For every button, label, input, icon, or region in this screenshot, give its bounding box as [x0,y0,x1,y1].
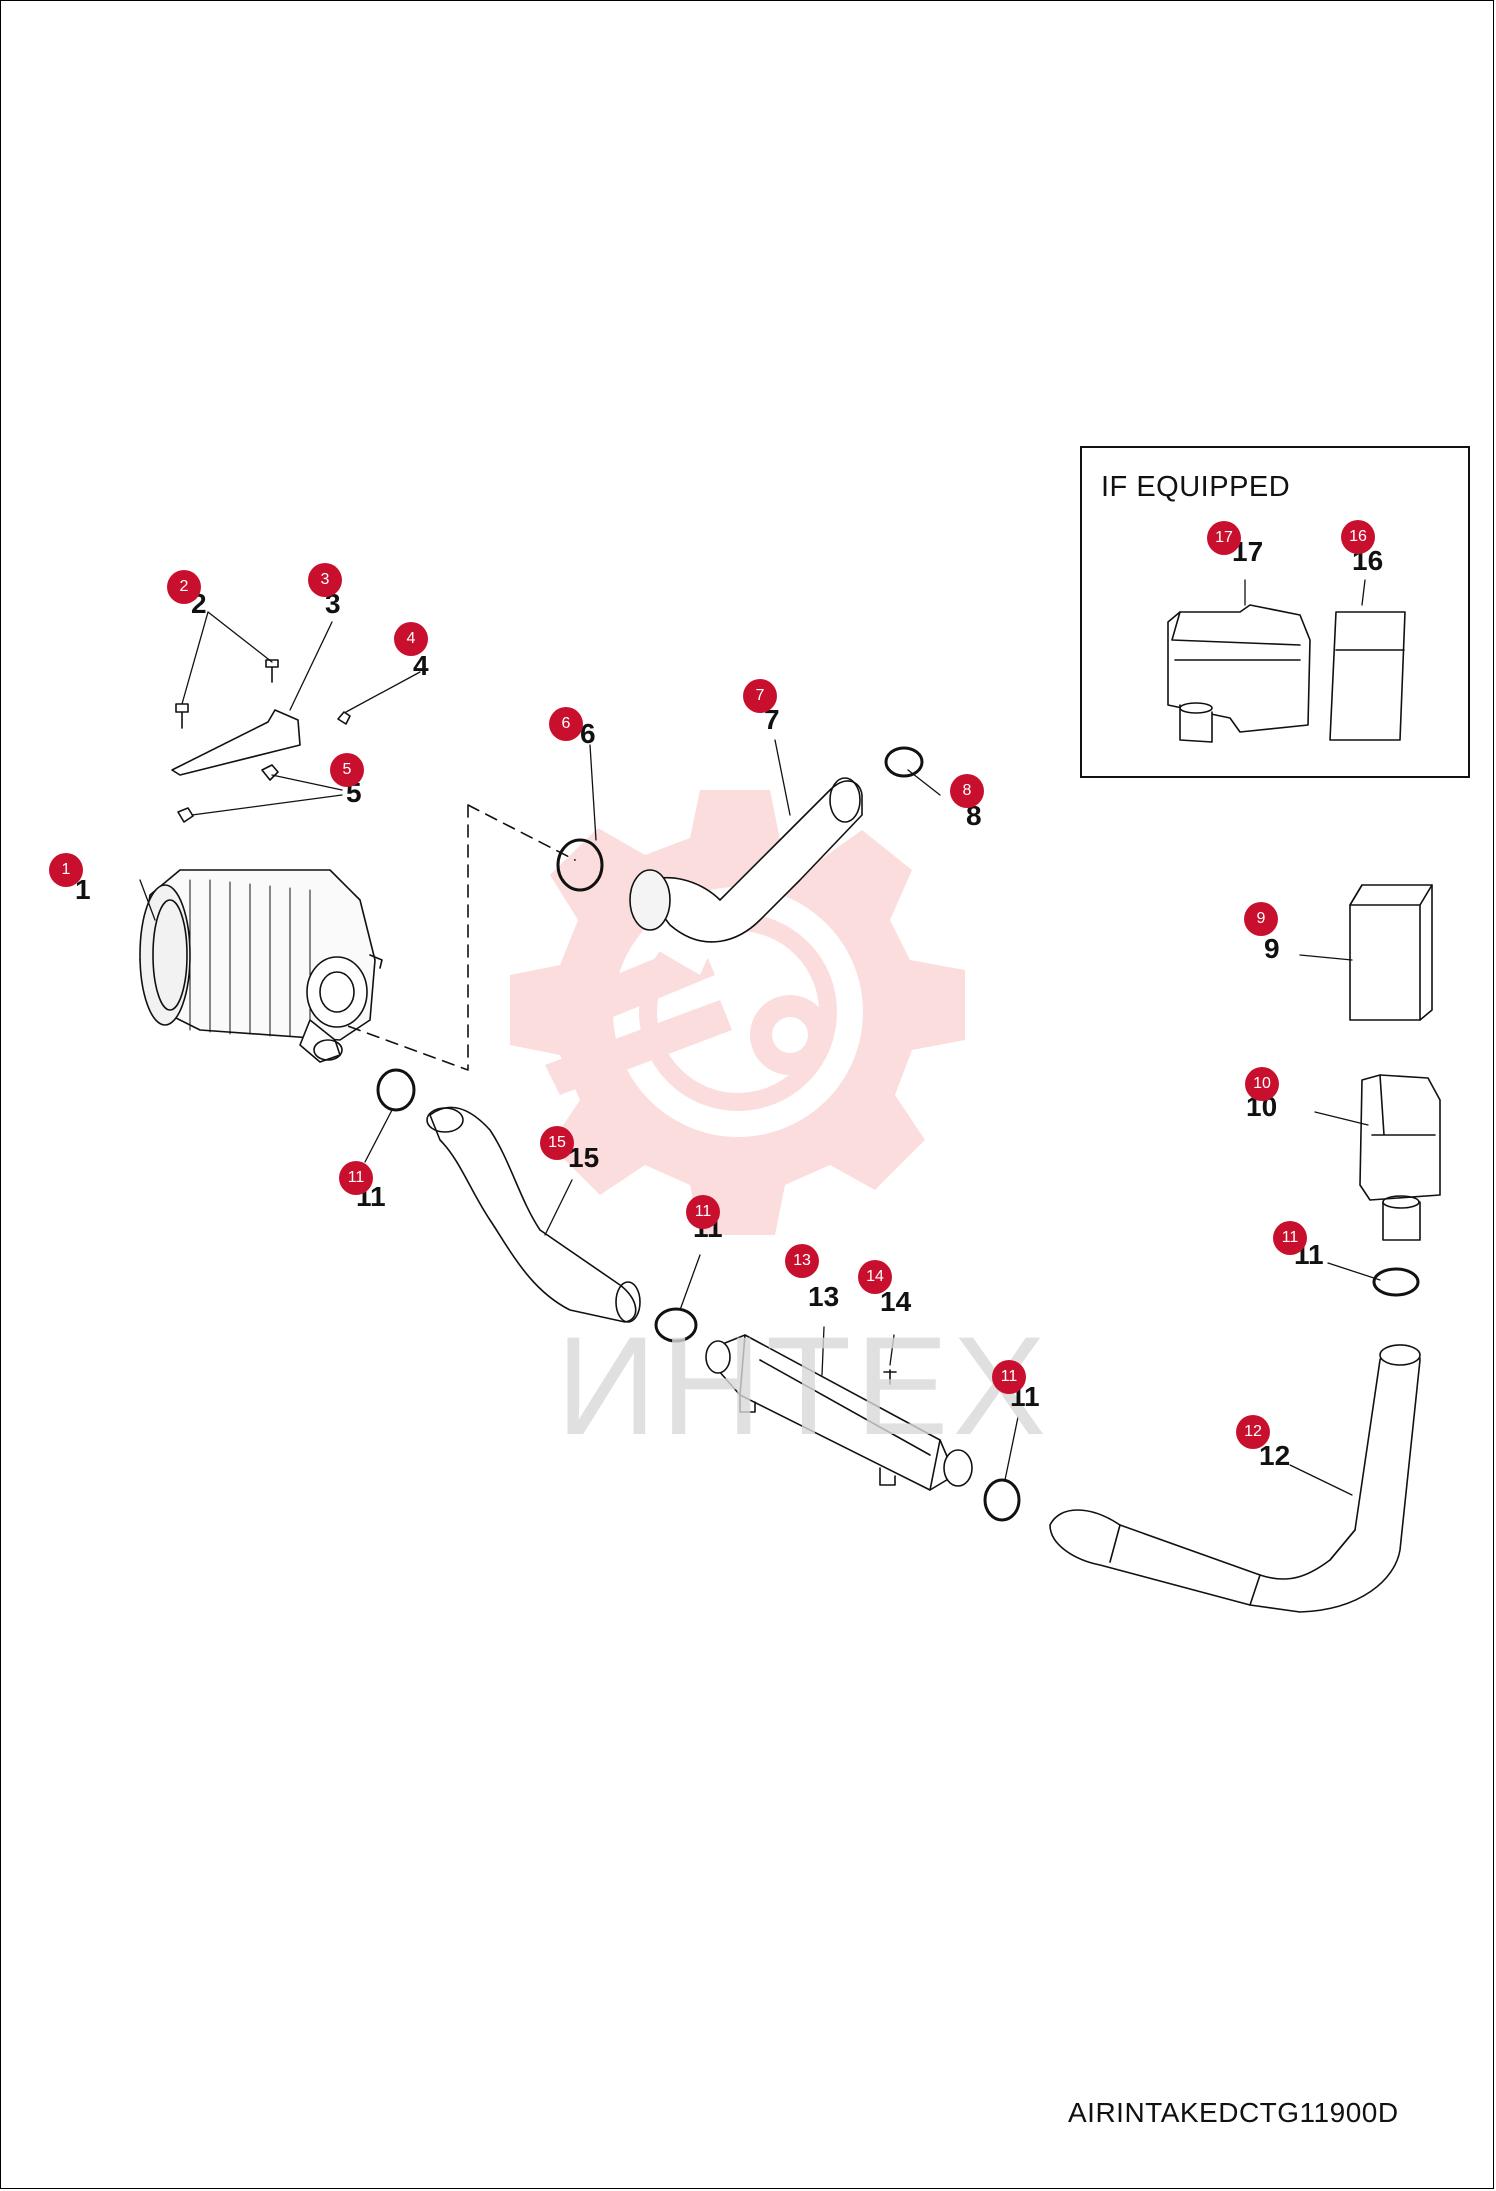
inset-title: IF EQUIPPED [1101,471,1291,503]
callout-badge-1[interactable]: 1 [49,853,83,887]
callout-badge-14[interactable]: 14 [858,1260,892,1294]
hose-clamp-drawing [983,1478,1021,1522]
label-7: 7 [764,704,780,735]
callout-badge-11b[interactable]: 11 [686,1195,720,1229]
callout-badge-2[interactable]: 2 [167,570,201,604]
label-14: 14 [880,1286,912,1317]
alignment-dashed-line [344,804,576,1071]
pre-cleaner-drawing [1349,884,1433,1021]
hose-clamp-drawing [376,1068,416,1112]
callout-badge-6[interactable]: 6 [549,707,583,741]
muffler-drawing [705,1334,973,1491]
inset-box [1080,446,1470,778]
callout-badge-15[interactable]: 15 [540,1126,574,1160]
bolt-drawing [265,659,279,683]
callout-badge-4[interactable]: 4 [394,622,428,656]
label-4: 4 [413,650,429,681]
callout-badge-8[interactable]: 8 [950,774,984,808]
bolt-drawing [337,711,351,725]
watermark-gear-logo [510,790,965,1235]
callout-badge-9[interactable]: 9 [1244,902,1278,936]
nut-drawing [261,764,279,781]
callout-badge-16[interactable]: 16 [1341,520,1375,554]
callout-badge-13[interactable]: 13 [785,1244,819,1278]
optional-pre-cleaner-drawing [1329,611,1406,741]
label-13: 13 [808,1281,840,1312]
hose-clamp-drawing [884,746,924,778]
callout-badge-7[interactable]: 7 [743,679,777,713]
optional-intake-cap-drawing [1167,604,1311,743]
callout-badge-11a[interactable]: 11 [339,1161,373,1195]
screw-drawing [883,1369,897,1385]
label-6: 6 [580,718,596,749]
leader-lines [139,579,1381,1496]
callout-badge-12[interactable]: 12 [1236,1415,1270,1449]
bracket-drawing [171,709,301,776]
callout-badge-11d[interactable]: 11 [1273,1221,1307,1255]
hose-clamp-drawing [654,1307,698,1343]
callout-badge-17[interactable]: 17 [1207,521,1241,555]
intake-pipe-drawing [1049,1344,1421,1613]
callout-badge-5[interactable]: 5 [330,753,364,787]
air-cleaner-drawing [139,869,383,1063]
intake-cap-drawing [1359,1074,1441,1241]
label-12: 12 [1259,1440,1291,1471]
nut-drawing [177,807,194,823]
label-9: 9 [1264,933,1280,964]
intake-tube-drawing [426,1106,641,1323]
drawing-code: AIRINTAKEDCTG11900D [1068,2097,1399,2128]
hose-clamp-drawing [1372,1267,1420,1297]
hose-clamp-drawing [556,838,604,892]
label-8: 8 [966,800,982,831]
callout-badge-11c[interactable]: 11 [992,1360,1026,1394]
callout-badge-3[interactable]: 3 [308,563,342,597]
label-1: 1 [75,874,91,905]
bolt-drawing [175,703,189,729]
intake-hose-drawing [629,777,863,943]
watermark-text: ИНТЕХ [556,1307,1051,1464]
callout-badge-10[interactable]: 10 [1245,1067,1279,1101]
